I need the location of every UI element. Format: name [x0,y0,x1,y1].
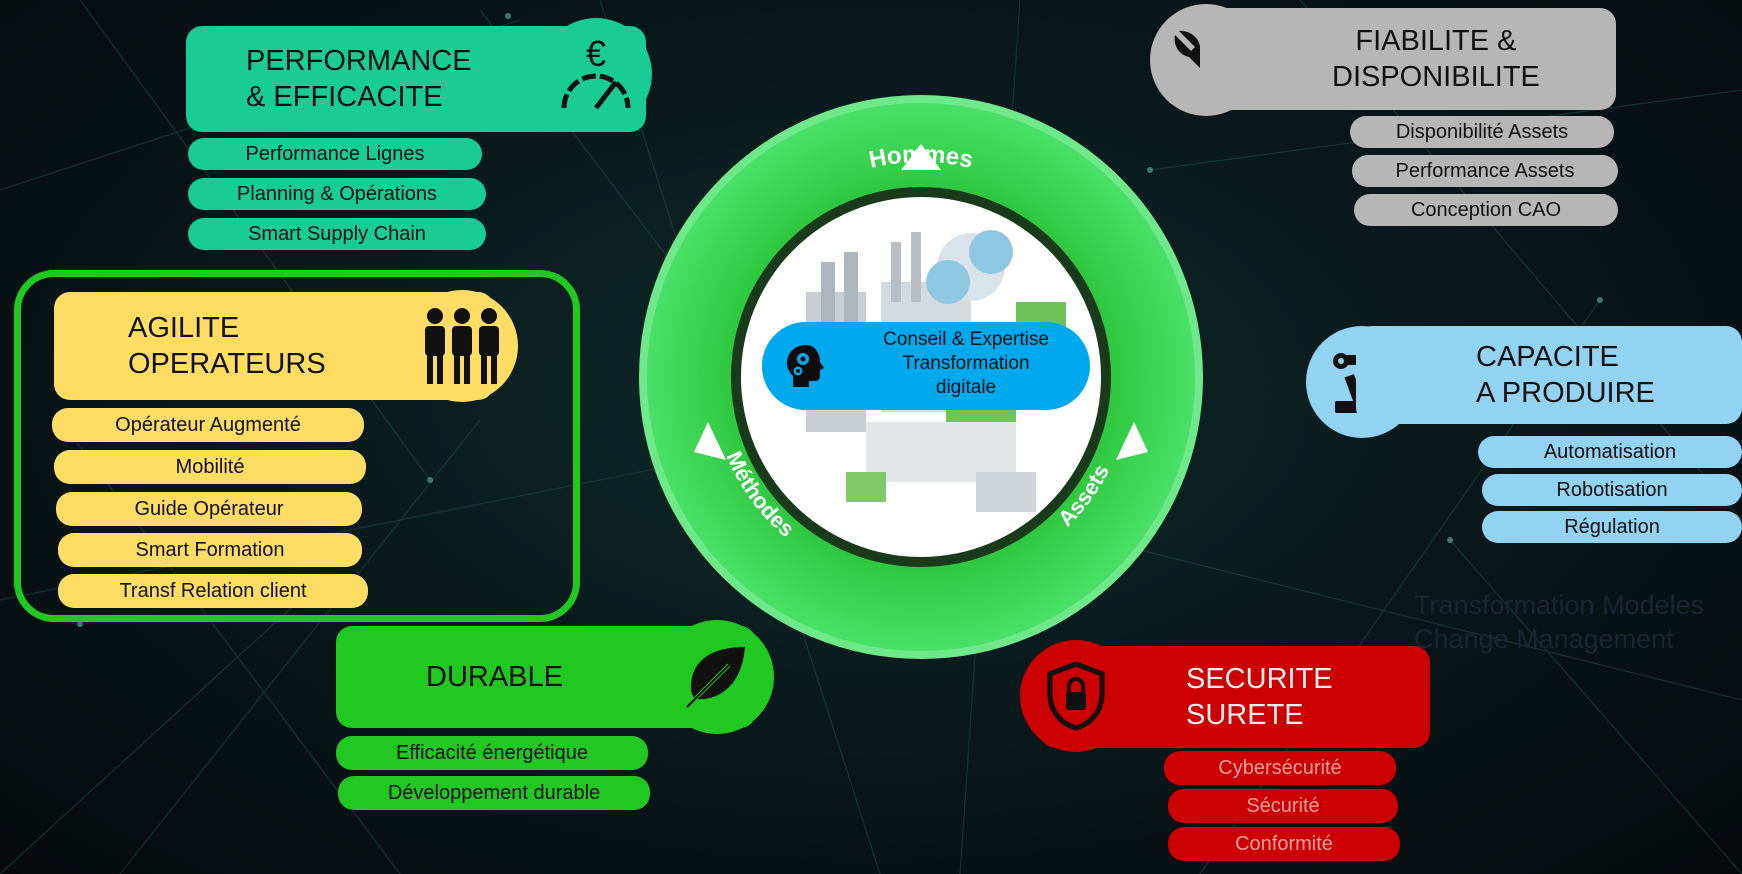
agilite-icon-cap [406,290,518,402]
agilite-item[interactable]: Transf Relation client [58,574,368,608]
speedometer-icon [561,73,631,110]
euro-icon: € [585,33,607,74]
capacite-item[interactable]: Robotisation [1482,474,1742,506]
agilite-item[interactable]: Guide Opérateur [56,492,362,526]
expertise-badge[interactable]: Conseil & Expertise Transformation digit… [762,322,1090,410]
securite-title: SECURITE SURETE [1186,663,1333,731]
agilite-item[interactable]: Smart Formation [58,533,362,567]
arrow-left [694,422,726,460]
fiabilite-item[interactable]: Disponibilité Assets [1350,116,1614,148]
securite-item[interactable]: Cybersécurité [1164,751,1396,785]
durable-item[interactable]: Efficacité énergétique [336,736,648,770]
agilite-frame [14,270,580,622]
shield-lock-icon [1047,661,1105,731]
leaf-icon [685,647,745,709]
securite-item[interactable]: Conformité [1168,827,1400,861]
fiabilite-title: FIABILITE & DISPONIBILITE [1332,25,1540,93]
fiabilite-item[interactable]: Performance Assets [1352,155,1618,187]
performance-title: PERFORMANCE & EFFICACITE [246,45,472,113]
ghost-text: Transformation Modeles Change Management [1414,590,1705,654]
arrow-top [901,144,941,170]
fiabilite-item[interactable]: Conception CAO [1354,194,1618,226]
agilite-item[interactable]: Opérateur Augmenté [52,408,364,442]
arrow-right [1116,422,1148,460]
capacite-item[interactable]: Régulation [1482,511,1742,543]
head-gears-icon [762,322,850,410]
agilite-item[interactable]: Mobilité [54,450,366,484]
expertise-badge-text: Conseil & Expertise Transformation digit… [883,329,1049,398]
capacite-item[interactable]: Automatisation [1478,436,1742,468]
agilite-title: AGILITE OPERATEURS [128,312,326,380]
securite-icon-cap [1020,640,1132,752]
performance-item[interactable]: Performance Lignes [188,138,482,170]
durable-title: DURABLE [426,661,563,693]
performance-item[interactable]: Smart Supply Chain [188,218,486,250]
durable-icon-cap [660,620,774,734]
capacite-header[interactable]: CAPACITE A PRODUIRE [1356,326,1742,424]
durable-item[interactable]: Développement durable [338,776,650,810]
performance-icon-cap: € [540,18,652,130]
people-icon [425,308,499,384]
capacite-title: CAPACITE A PRODUIRE [1476,341,1655,409]
performance-item[interactable]: Planning & Opérations [188,178,486,210]
fiabilite-header[interactable]: FIABILITE & DISPONIBILITE [1200,8,1616,110]
securite-item[interactable]: Sécurité [1168,789,1398,823]
